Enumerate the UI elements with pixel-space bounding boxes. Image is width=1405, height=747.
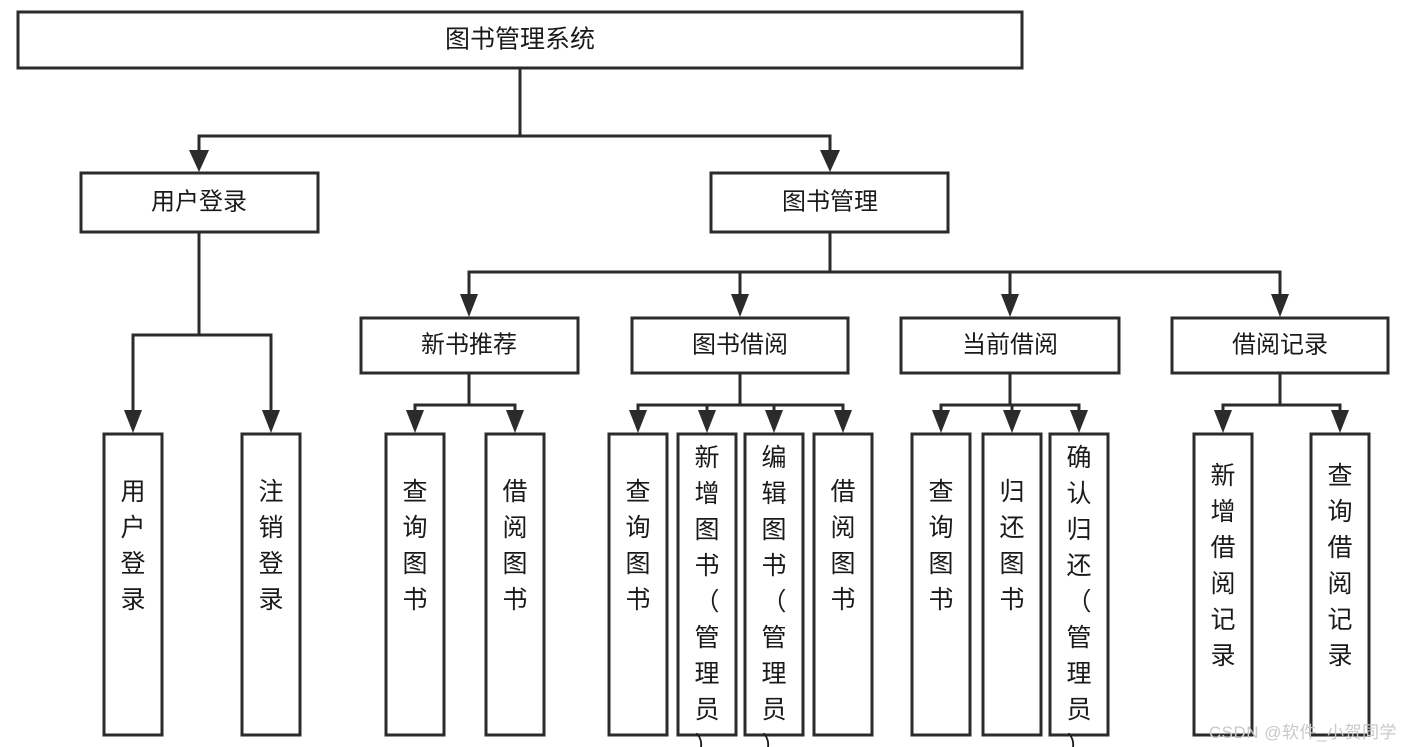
node-new-book-recommend-box[interactable] bbox=[359, 316, 580, 375]
arrowhead-leaf-add-record bbox=[1214, 410, 1232, 433]
node-leaf-add-record-box[interactable] bbox=[1192, 432, 1254, 737]
node-leaf-return-book[interactable]: 归还图书 bbox=[981, 432, 1043, 737]
node-user-login-label: 用户登录 bbox=[151, 188, 247, 215]
node-root-box[interactable] bbox=[16, 10, 1024, 70]
connector-layer bbox=[124, 66, 1349, 433]
node-book-manage-box[interactable] bbox=[709, 171, 950, 234]
node-leaf-logout[interactable]: 注销登录 bbox=[240, 432, 302, 737]
node-current-borrow-label: 当前借阅 bbox=[962, 331, 1058, 358]
node-leaf-query-book-2[interactable]: 查询图书 bbox=[607, 432, 669, 737]
node-leaf-return-book-box[interactable] bbox=[981, 432, 1043, 737]
node-leaf-query-book-3[interactable]: 查询图书 bbox=[910, 432, 972, 737]
arrowhead-leaf-add-book bbox=[698, 410, 716, 433]
arrowhead-leaf-query-record bbox=[1331, 410, 1349, 433]
node-leaf-add-book-label: 新增图书（管理员） bbox=[694, 444, 719, 747]
node-root-label: 图书管理系统 bbox=[445, 26, 595, 54]
node-leaf-user-login-label: 用户登录 bbox=[120, 478, 145, 614]
node-leaf-borrow-book-2[interactable]: 借阅图书 bbox=[812, 432, 874, 737]
arrowhead-leaf-edit-book bbox=[765, 410, 783, 433]
node-leaf-borrow-book-1-box[interactable] bbox=[484, 432, 546, 737]
node-leaf-query-record-label: 查询借阅记录 bbox=[1327, 462, 1352, 670]
node-leaf-query-book-2-label: 查询图书 bbox=[625, 478, 650, 614]
node-leaf-borrow-book-2-box[interactable] bbox=[812, 432, 874, 737]
node-leaf-confirm-return-label: 确认归还（管理员） bbox=[1066, 444, 1091, 747]
node-user-login[interactable]: 用户登录 bbox=[79, 171, 320, 234]
arrowhead-book-manage bbox=[820, 150, 840, 172]
node-leaf-add-book-box[interactable] bbox=[676, 432, 738, 737]
node-leaf-user-login-box[interactable] bbox=[102, 432, 164, 737]
node-leaf-query-record-box[interactable] bbox=[1309, 432, 1371, 737]
arrowhead-leaf-logout bbox=[262, 410, 280, 433]
arrowhead-leaf-query-book-3 bbox=[932, 410, 950, 433]
node-leaf-query-book-1-box[interactable] bbox=[384, 432, 446, 737]
node-leaf-query-book-3-box[interactable] bbox=[910, 432, 972, 737]
node-root[interactable]: 图书管理系统 bbox=[16, 10, 1024, 70]
node-user-login-box[interactable] bbox=[79, 171, 320, 234]
node-book-borrow[interactable]: 图书借阅 bbox=[630, 316, 850, 375]
node-leaf-confirm-return-box[interactable] bbox=[1048, 432, 1110, 737]
arrowhead-borrow-record bbox=[1271, 294, 1289, 317]
node-leaf-query-book-3-label: 查询图书 bbox=[928, 478, 953, 614]
node-leaf-query-book-1[interactable]: 查询图书 bbox=[384, 432, 446, 737]
arrowhead-leaf-return-book bbox=[1003, 410, 1021, 433]
arrowhead-leaf-query-book-2 bbox=[629, 410, 647, 433]
node-leaf-logout-box[interactable] bbox=[240, 432, 302, 737]
node-leaf-borrow-book-1[interactable]: 借阅图书 bbox=[484, 432, 546, 737]
node-book-borrow-label: 图书借阅 bbox=[692, 331, 788, 358]
csdn-watermark: CSDN @软件_小贺同学 bbox=[1208, 723, 1397, 742]
node-borrow-record[interactable]: 借阅记录 bbox=[1170, 316, 1390, 375]
node-leaf-edit-book-box[interactable] bbox=[743, 432, 805, 737]
node-leaf-borrow-book-2-label: 借阅图书 bbox=[830, 478, 855, 614]
arrowhead-leaf-confirm-return bbox=[1070, 410, 1088, 433]
node-current-borrow-box[interactable] bbox=[899, 316, 1121, 375]
node-leaf-confirm-return[interactable]: 确认归还（管理员） bbox=[1048, 432, 1110, 747]
node-leaf-add-book[interactable]: 新增图书（管理员） bbox=[676, 432, 738, 747]
node-borrow-record-box[interactable] bbox=[1170, 316, 1390, 375]
node-leaf-return-book-label: 归还图书 bbox=[999, 478, 1024, 614]
node-leaf-add-record[interactable]: 新增借阅记录 bbox=[1192, 432, 1254, 737]
node-new-book-recommend[interactable]: 新书推荐 bbox=[359, 316, 580, 375]
node-leaf-query-book-1-label: 查询图书 bbox=[402, 478, 427, 614]
node-leaf-add-record-label: 新增借阅记录 bbox=[1210, 462, 1235, 670]
node-leaf-borrow-book-1-label: 借阅图书 bbox=[502, 478, 527, 614]
arrowhead-leaf-user-login bbox=[124, 410, 142, 433]
arrowhead-leaf-borrow-book-2 bbox=[834, 410, 852, 433]
node-leaf-query-record[interactable]: 查询借阅记录 bbox=[1309, 432, 1371, 737]
arrowhead-new-book-recommend bbox=[460, 294, 478, 317]
leaf-nodes-layer: 用户登录 注销登录 查询图书 借阅图书 查询图书 新增图书（管理员） bbox=[102, 432, 1371, 747]
node-leaf-logout-label: 注销登录 bbox=[258, 478, 283, 614]
node-new-book-recommend-label: 新书推荐 bbox=[421, 331, 517, 358]
node-book-borrow-box[interactable] bbox=[630, 316, 850, 375]
arrowhead-book-borrow bbox=[731, 294, 749, 317]
node-current-borrow[interactable]: 当前借阅 bbox=[899, 316, 1121, 375]
arrowhead-current-borrow bbox=[1001, 294, 1019, 317]
node-leaf-user-login[interactable]: 用户登录 bbox=[102, 432, 164, 737]
arrowhead-leaf-borrow-book-1 bbox=[506, 410, 524, 433]
arrowhead-user-login bbox=[189, 150, 209, 172]
node-leaf-query-book-2-box[interactable] bbox=[607, 432, 669, 737]
node-book-manage[interactable]: 图书管理 bbox=[709, 171, 950, 234]
node-leaf-edit-book[interactable]: 编辑图书（管理员） bbox=[743, 432, 805, 747]
arrowhead-leaf-query-book-1 bbox=[406, 410, 424, 433]
node-leaf-edit-book-label: 编辑图书（管理员） bbox=[761, 444, 786, 747]
node-borrow-record-label: 借阅记录 bbox=[1232, 331, 1328, 358]
node-book-manage-label: 图书管理 bbox=[782, 188, 878, 215]
